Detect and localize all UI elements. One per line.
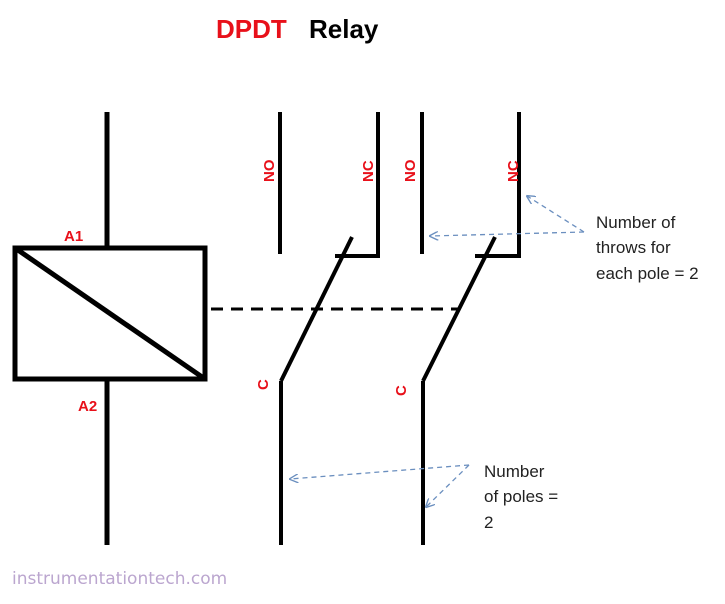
label-pole-1-no: NO [261, 159, 278, 182]
pole-1 [278, 112, 380, 545]
poles-annotation: Number of poles = 2 [290, 462, 558, 532]
poles-arrow-1 [290, 464, 470, 479]
terminal-a2: A2 [78, 398, 97, 415]
coil-box [12, 245, 208, 382]
label-pole-2-nc: NC [505, 160, 522, 182]
terminal-a1: A1 [64, 228, 83, 245]
pole-1-armature [279, 236, 354, 382]
coil-diagonal [13, 245, 207, 382]
title-dpdt: DPDT [216, 14, 287, 44]
poles-note-line-3: 2 [484, 513, 493, 532]
throws-arrow-1 [527, 196, 585, 233]
throws-note-line-2: throws for [596, 238, 671, 257]
relay-coil [12, 112, 208, 545]
pole-2-armature [421, 236, 497, 382]
throws-annotation: Number of throws for each pole = 2 [430, 196, 699, 283]
label-pole-2-common: C [393, 385, 410, 396]
throws-note-line-3: each pole = 2 [596, 264, 699, 283]
poles-arrow-2 [426, 464, 470, 507]
poles-note-line-2: of poles = [484, 487, 558, 506]
pole-2 [420, 112, 521, 545]
label-pole-1-nc: NC [360, 160, 377, 182]
watermark: instrumentationtech.com [12, 569, 227, 589]
throws-arrow-2 [430, 232, 585, 236]
poles-note-line-1: Number [484, 462, 545, 481]
throws-note-line-1: Number of [596, 213, 676, 232]
label-pole-1-common: C [255, 379, 272, 390]
label-pole-2-no: NO [402, 159, 419, 182]
title-relay: Relay [309, 14, 379, 44]
